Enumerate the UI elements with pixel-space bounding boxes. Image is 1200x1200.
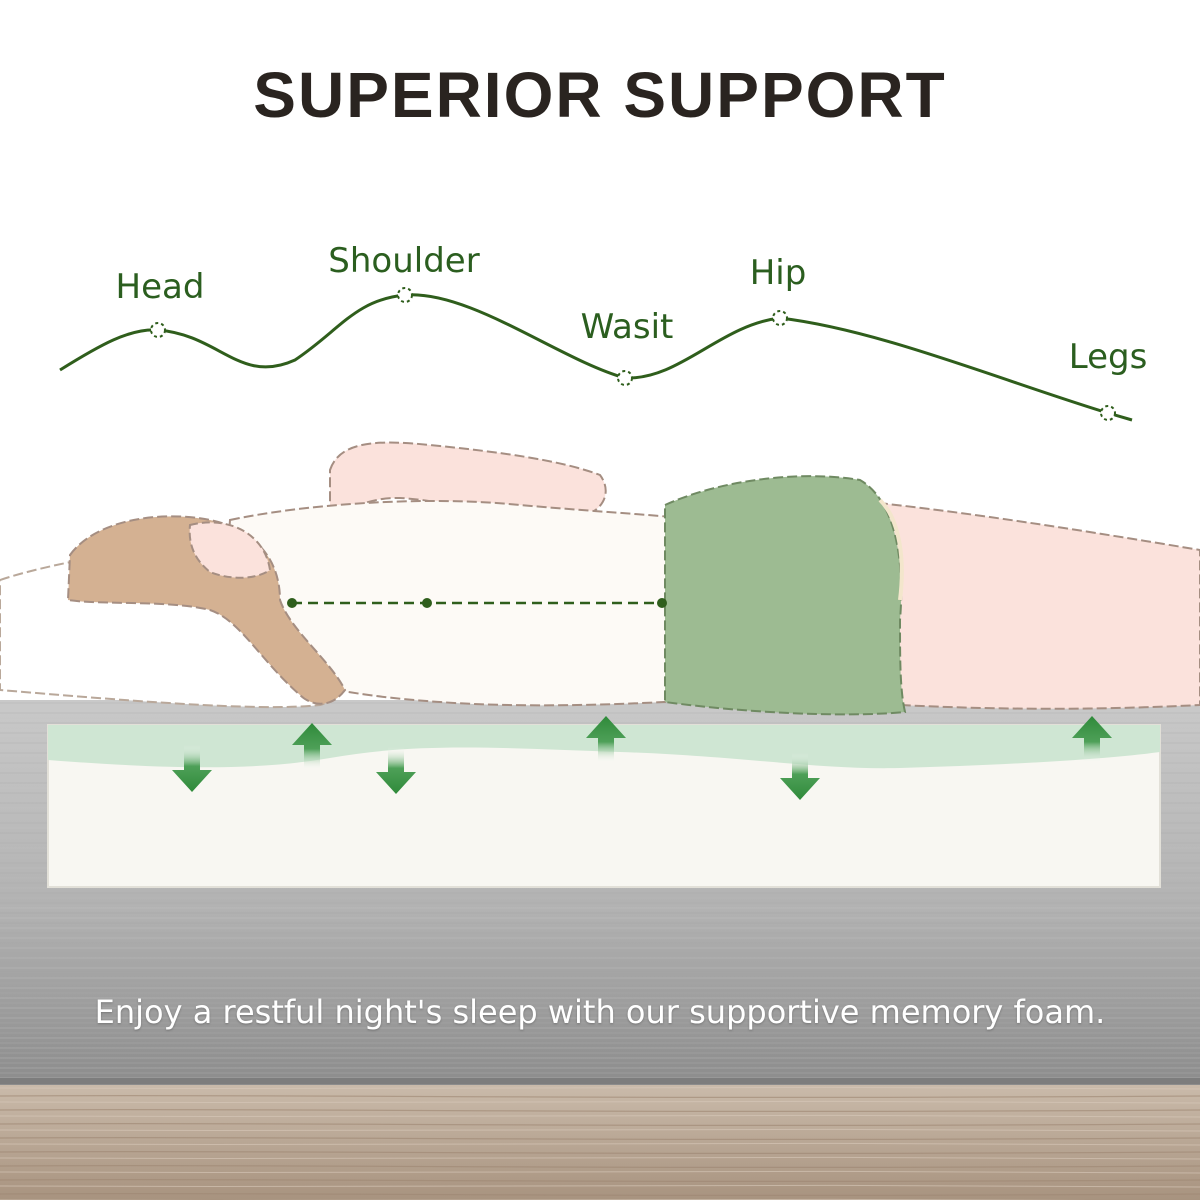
support-arrow-up-icon xyxy=(586,716,626,763)
label-hip: Hip xyxy=(750,253,807,293)
label-legs: Legs xyxy=(1069,337,1148,377)
compress-arrow-down-icon xyxy=(376,747,416,794)
label-shoulder: Shoulder xyxy=(328,241,479,281)
label-head: Head xyxy=(116,267,205,307)
tagline: Enjoy a restful night's sleep with our s… xyxy=(94,993,1106,1031)
spine-curve-icon xyxy=(59,287,1133,422)
support-arrow-up-icon xyxy=(1072,716,1112,763)
page-title: SUPERIOR SUPPORT xyxy=(253,59,947,131)
support-arrow-up-icon xyxy=(292,723,332,770)
label-waist: Wasit xyxy=(581,307,674,347)
spine-alignment-line xyxy=(287,598,667,608)
sleeping-woman-illustration xyxy=(0,441,1200,716)
compress-arrow-down-icon xyxy=(780,753,820,800)
support-arrows xyxy=(172,716,1112,800)
compress-arrow-down-icon xyxy=(172,745,212,792)
